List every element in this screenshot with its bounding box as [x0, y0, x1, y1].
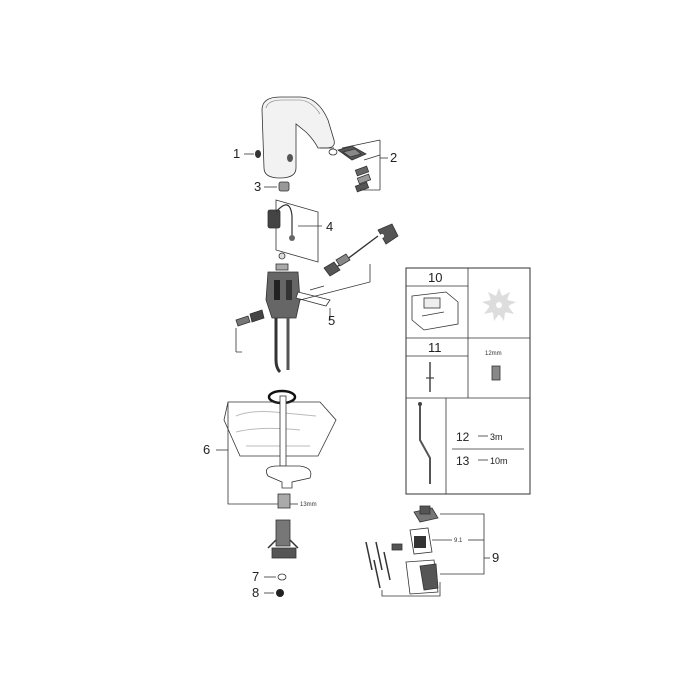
cable-length-12: 3m [490, 432, 503, 442]
spout-body [261, 96, 335, 179]
extension-cable [418, 402, 431, 484]
valve-body-5 [265, 252, 331, 319]
callout-5: 5 [328, 313, 335, 328]
callout-8: 8 [252, 585, 259, 600]
cartridge-rod [323, 223, 399, 277]
washer-7 [277, 573, 287, 581]
callout-2: 2 [390, 150, 397, 165]
mounting-set-6 [223, 389, 337, 559]
callout-3: 3 [254, 179, 261, 194]
side-screw [235, 309, 265, 327]
callout-13: 13 [456, 454, 470, 468]
connector-3 [278, 181, 290, 192]
battery-unit-9-1 [409, 527, 433, 555]
callout-4: 4 [326, 219, 333, 234]
remote-control-10 [411, 291, 459, 331]
nut-8 [276, 589, 284, 597]
cable-length-13: 10m [490, 456, 508, 466]
callout-9-1: 9.1 [454, 538, 463, 544]
hex-size-12mm: 12mm [485, 351, 502, 357]
control-box [405, 559, 439, 595]
wrench-size-13mm: 13mm [300, 502, 317, 508]
hex-adapter [491, 365, 501, 381]
settings-gear-icon [482, 288, 516, 321]
callout-1: 1 [233, 146, 240, 161]
sensor-module-4 [267, 199, 322, 263]
supply-hoses [274, 318, 290, 374]
battery-cover [413, 505, 439, 523]
callout-12: 12 [456, 430, 470, 444]
callout-7: 7 [252, 569, 259, 584]
aerator-parts [328, 145, 381, 193]
set-screw-1 [255, 150, 261, 158]
callout-11: 11 [428, 340, 442, 355]
callout-10: 10 [428, 270, 442, 285]
service-key-11 [426, 362, 434, 392]
callout-9: 9 [492, 550, 499, 565]
mounting-screws [365, 541, 403, 589]
callout-6: 6 [203, 442, 210, 457]
